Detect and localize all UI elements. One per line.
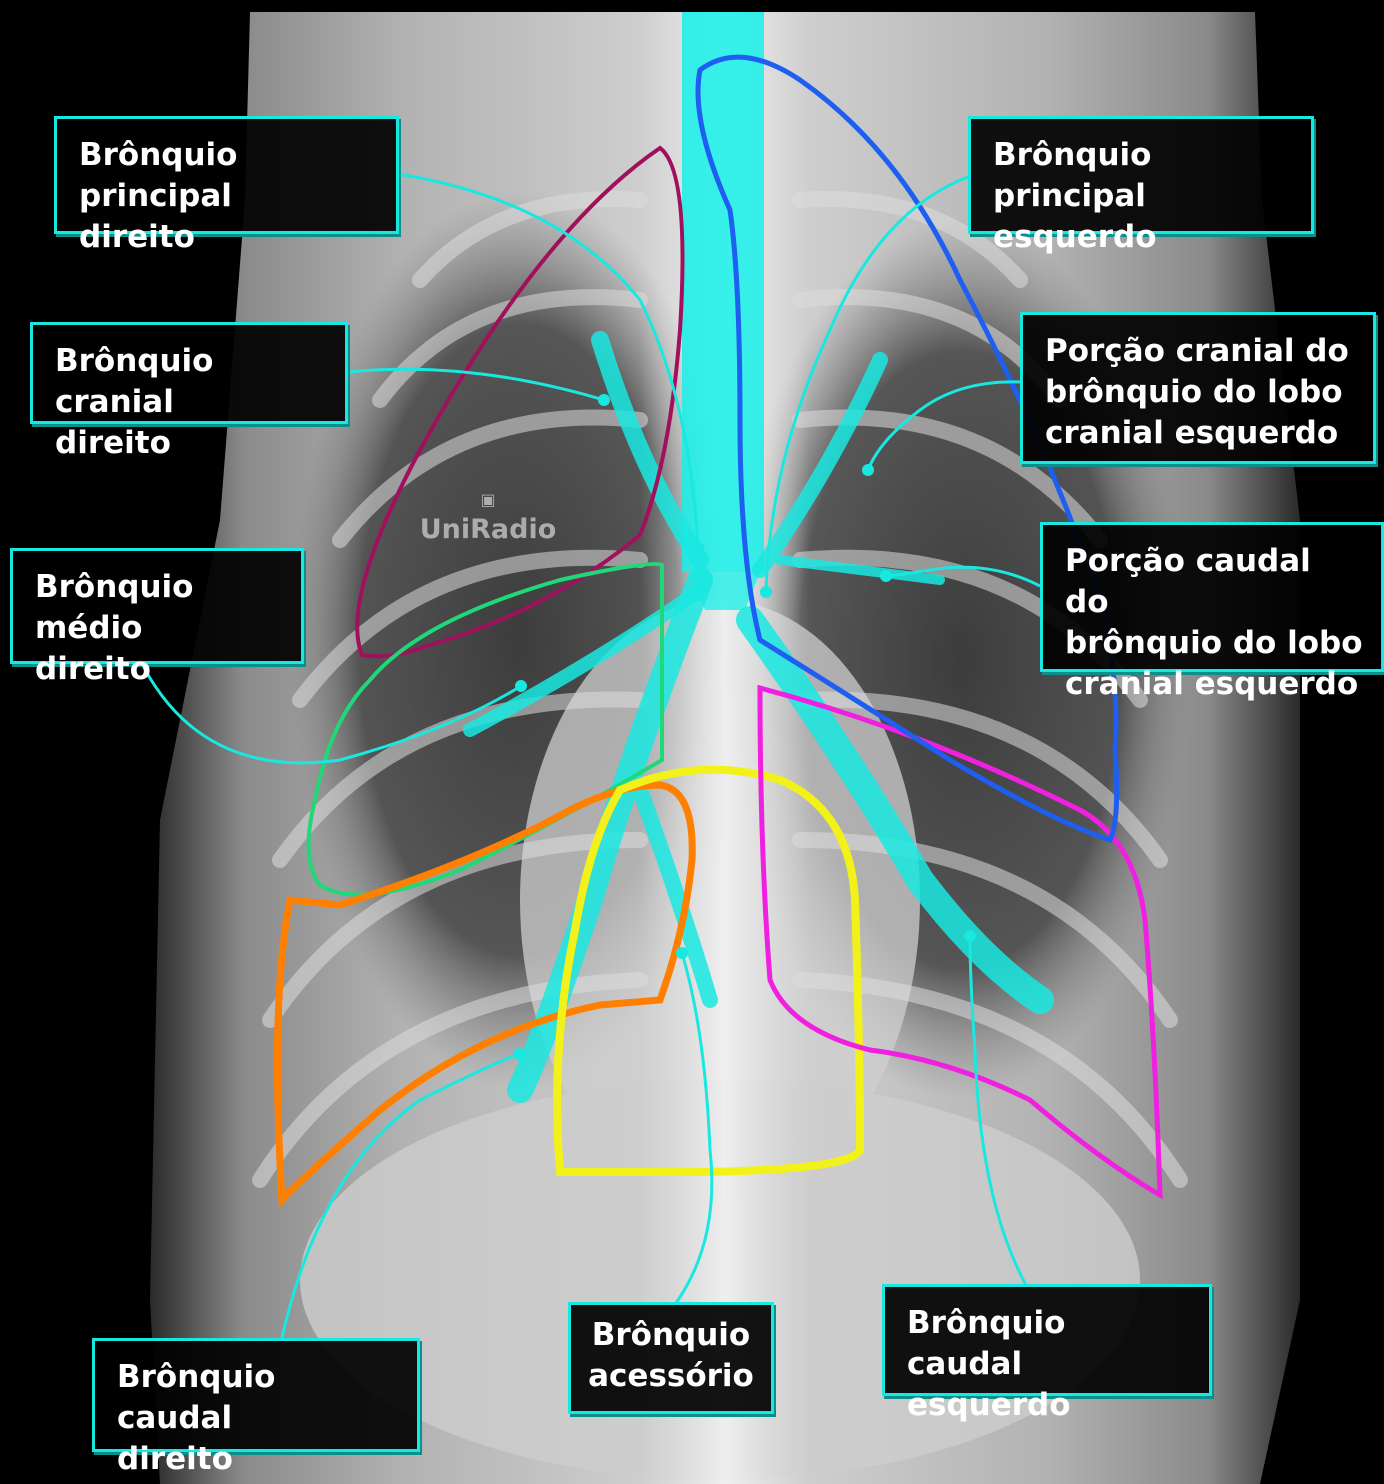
label-right-main-bronchus: Brônquio principal direito (54, 116, 399, 234)
label-accessory-bronchus: Brônquio acessório (568, 1302, 774, 1414)
label-right-caudal-bronchus: Brônquio caudal direito (92, 1338, 420, 1452)
watermark: ▣ UniRadio (418, 492, 558, 545)
label-left-cranial-lobe-cranial-portion: Porção cranial do brônquio do lobo crani… (1020, 312, 1376, 464)
label-left-main-bronchus: Brônquio principal esquerdo (968, 116, 1314, 234)
label-left-cranial-lobe-caudal-portion: Porção caudal do brônquio do lobo crania… (1040, 522, 1384, 672)
label-right-cranial-bronchus: Brônquio cranial direito (30, 322, 348, 424)
label-left-caudal-bronchus: Brônquio caudal esquerdo (882, 1284, 1212, 1396)
label-right-middle-bronchus: Brônquio médio direito (10, 548, 304, 664)
watermark-brand: UniRadio (420, 514, 557, 545)
tv-icon: ▣ (418, 492, 558, 508)
